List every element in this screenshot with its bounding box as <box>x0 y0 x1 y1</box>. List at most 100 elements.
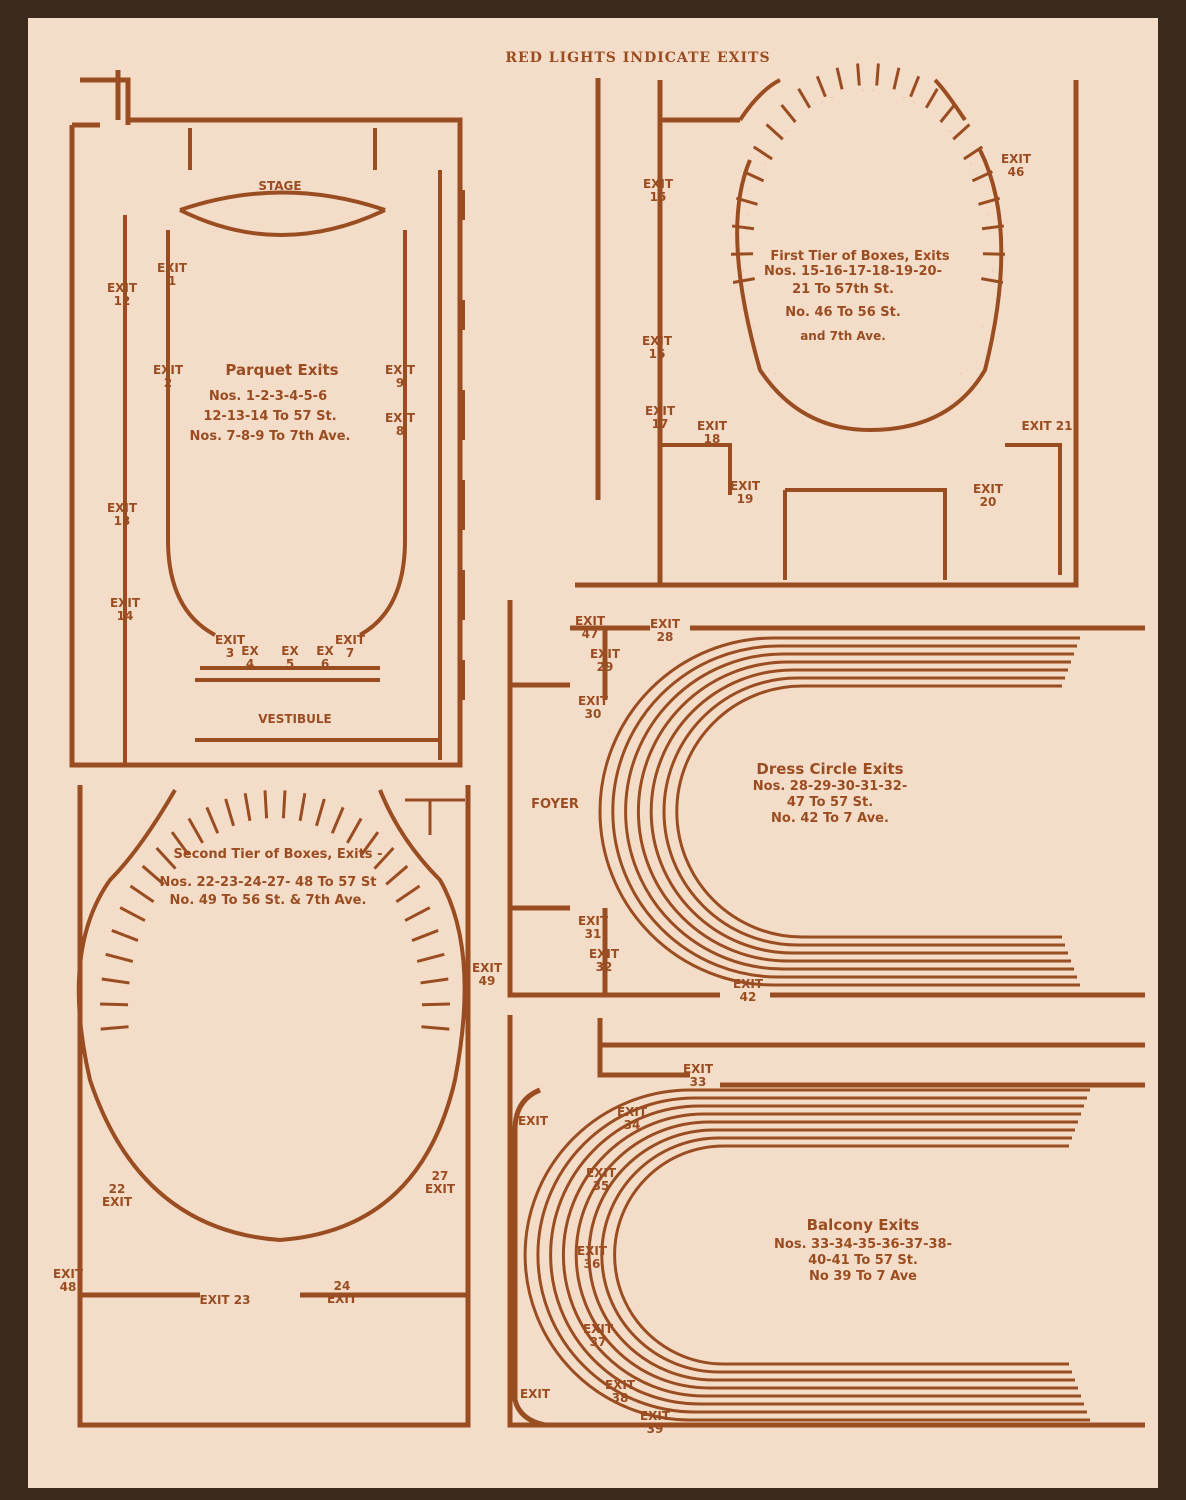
exit-label: EXIT <box>643 177 674 191</box>
seating-row <box>649 668 1068 955</box>
parquet-line: Nos. 1-2-3-4-5-6 <box>209 389 327 404</box>
exit-label: EX <box>316 644 334 658</box>
exit-number: 31 <box>585 927 602 941</box>
exit-number: 35 <box>593 1179 610 1193</box>
first-tier-line: No. 46 To 56 St. <box>785 305 901 320</box>
box-partition <box>952 123 971 141</box>
box-partition <box>731 252 754 256</box>
exit-label: EXIT <box>472 961 503 975</box>
seating-row <box>611 644 1077 979</box>
seating-row <box>523 1088 1090 1422</box>
exit-label: EXIT <box>697 419 728 433</box>
box-partition <box>420 977 449 985</box>
exit-number: EXIT <box>327 1292 358 1306</box>
box-partition <box>421 1002 450 1007</box>
exit-number: 15 <box>650 190 667 204</box>
exit-label: EXIT 23 <box>200 1293 251 1307</box>
first-tier-line: Nos. 15-16-17-18-19-20- <box>764 264 942 279</box>
box-partition <box>100 1025 129 1031</box>
box-partition <box>909 75 921 98</box>
exit-label: EXIT <box>153 363 184 377</box>
exit-number: 1 <box>168 274 176 288</box>
exit-number: 36 <box>584 1257 601 1271</box>
box-partition <box>780 103 797 123</box>
seating-row <box>675 684 1062 939</box>
exit-number: 18 <box>704 432 721 446</box>
second-tier-heading: Second Tier of Boxes, Exits - <box>174 847 383 862</box>
exit-number: 33 <box>690 1075 707 1089</box>
first-tier-plan: First Tier of Boxes, Exits Nos. 15-16-17… <box>575 63 1079 588</box>
box-partition <box>731 224 755 231</box>
box-partition <box>732 277 756 284</box>
exit-label: EXIT <box>385 363 416 377</box>
balcony-plan: Balcony Exits Nos. 33-34-35-36-37-38- 40… <box>507 1015 1145 1428</box>
box-partition <box>129 884 155 904</box>
box-partition <box>141 864 165 886</box>
stage-label: STAGE <box>258 179 301 193</box>
box-partition <box>856 63 861 86</box>
second-tier-line: No. 49 To 56 St. & 7th Ave. <box>170 893 367 908</box>
box-partition <box>111 929 139 942</box>
box-partition <box>742 170 765 183</box>
exit-label: EXIT <box>589 947 620 961</box>
seating-row <box>574 1120 1078 1390</box>
exit-label: EXIT <box>650 617 681 631</box>
box-partition <box>963 145 984 161</box>
dress-circle-plan: FOYER Dress Circle Exits Nos. 28-29-30-3… <box>507 600 1145 998</box>
dress-circle-seating <box>598 636 1080 987</box>
exit-number: 13 <box>114 514 131 528</box>
box-partition <box>411 929 439 942</box>
exit-number: 29 <box>597 660 614 674</box>
exit-number: 5 <box>286 657 294 671</box>
exit-number: 28 <box>657 630 674 644</box>
dress-circle-heading: Dress Circle Exits <box>756 760 903 778</box>
exit-number: 12 <box>114 294 131 308</box>
box-partition <box>395 884 421 904</box>
exit-label: EXIT <box>577 1244 608 1258</box>
exit-label: EXIT <box>733 977 764 991</box>
exit-number: 14 <box>117 609 134 623</box>
foyer-label: FOYER <box>531 797 579 812</box>
seating-row <box>662 676 1065 947</box>
exit-label: EXIT <box>605 1378 636 1392</box>
exit-number: 7 <box>346 646 354 660</box>
seating-row <box>587 1128 1075 1382</box>
exit-label: EXIT <box>730 479 761 493</box>
seating-row <box>636 660 1071 963</box>
exit-label: EXIT <box>973 482 1004 496</box>
dress-circle-line: Nos. 28-29-30-31-32- <box>753 779 907 794</box>
seating-row <box>613 1144 1069 1366</box>
first-tier-heading: First Tier of Boxes, Exits <box>770 249 950 264</box>
exit-number: 2 <box>164 376 172 390</box>
exit-number: 46 <box>1008 165 1025 179</box>
box-partition <box>205 806 220 834</box>
box-partition <box>170 831 190 856</box>
exit-number: 39 <box>647 1422 664 1436</box>
exit-label: EXIT <box>110 596 141 610</box>
exit-number: 30 <box>585 707 602 721</box>
dress-circle-line: 47 To 57 St. <box>787 795 873 810</box>
box-partition <box>155 847 177 870</box>
balcony-line: Nos. 33-34-35-36-37-38- <box>774 1237 952 1252</box>
exit-label: EXIT <box>578 914 609 928</box>
exit-label: EXIT <box>590 647 621 661</box>
exit-label: 27 <box>432 1169 449 1183</box>
exit-label: EXIT <box>583 1322 614 1336</box>
exit-label: EXIT <box>518 1114 549 1128</box>
box-partition <box>105 952 134 963</box>
exit-number: 4 <box>246 657 254 671</box>
exit-label: EXIT 21 <box>1022 419 1073 433</box>
exit-label: EXIT <box>107 281 138 295</box>
box-partition <box>243 792 252 822</box>
seating-row <box>600 1136 1072 1374</box>
second-tier-line: Nos. 22-23-24-27- 48 To 57 St <box>160 875 377 890</box>
exit-number: 20 <box>980 495 997 509</box>
box-partition <box>187 817 204 844</box>
exit-number: EXIT <box>425 1182 456 1196</box>
exit-label: EXIT <box>215 633 246 647</box>
second-tier-boxes <box>100 790 450 1031</box>
box-partition <box>939 103 956 123</box>
box-partition <box>346 817 363 844</box>
box-partition <box>315 798 326 827</box>
